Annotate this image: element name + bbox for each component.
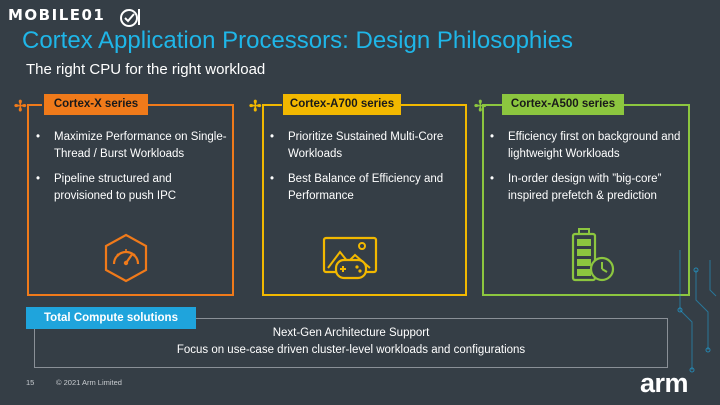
card-cortex-a500-top-border — [482, 104, 502, 106]
watermark: MOBILE01 — [8, 6, 106, 24]
card-cortex-x-label: Cortex-X series — [44, 94, 148, 115]
plus-icon: ✢ — [14, 98, 27, 115]
slide-subtitle: The right CPU for the right workload — [26, 61, 266, 78]
total-compute-label: Total Compute solutions — [26, 307, 196, 329]
card-cortex-x-top-border — [27, 104, 42, 106]
total-compute-line-1: Next-Gen Architecture Support — [272, 327, 430, 339]
card-cortex-a500 — [482, 105, 690, 296]
copyright: © 2021 Arm Limited — [56, 378, 122, 387]
card-cortex-a700 — [262, 105, 467, 296]
arm-logo: arm — [640, 368, 689, 398]
watermark-logo-icon — [120, 9, 140, 27]
card-cortex-a500-top-border-right — [624, 104, 690, 106]
circuit-decoration — [677, 250, 717, 373]
speedometer-icon — [104, 233, 148, 283]
slide-title: Cortex Application Processors: Design Ph… — [22, 27, 573, 54]
list-item: Efficiency first on background and light… — [488, 129, 686, 162]
card-cortex-a500-label: Cortex-A500 series — [502, 94, 624, 115]
page-number: 15 — [26, 378, 35, 387]
total-compute-box — [34, 318, 668, 368]
plus-icon: ✢ — [474, 98, 487, 115]
card-cortex-x-top-border-right — [148, 104, 234, 106]
list-item: Maximize Performance on Single-Thread / … — [34, 129, 230, 162]
card-cortex-a700-top-border-right — [401, 104, 467, 106]
card-cortex-x-bullets: Maximize Performance on Single-Thread / … — [34, 129, 230, 213]
card-cortex-a700-label: Cortex-A700 series — [283, 94, 401, 115]
list-item: Prioritize Sustained Multi-Core Workload… — [268, 129, 464, 162]
card-cortex-a500-bullets: Efficiency first on background and light… — [488, 129, 686, 213]
total-compute-line-2: Focus on use-case driven cluster-level w… — [176, 344, 526, 356]
list-item: Pipeline structured and provisioned to p… — [34, 171, 230, 204]
card-cortex-a700-top-border — [262, 104, 282, 106]
card-cortex-x — [27, 105, 234, 296]
list-item: Best Balance of Efficiency and Performan… — [268, 171, 464, 204]
battery-clock-icon — [571, 228, 615, 282]
list-item: In-order design with ”big-core” inspired… — [488, 171, 686, 204]
gaming-media-icon — [322, 236, 378, 280]
card-cortex-a700-bullets: Prioritize Sustained Multi-Core Workload… — [268, 129, 464, 213]
plus-icon: ✢ — [249, 98, 262, 115]
